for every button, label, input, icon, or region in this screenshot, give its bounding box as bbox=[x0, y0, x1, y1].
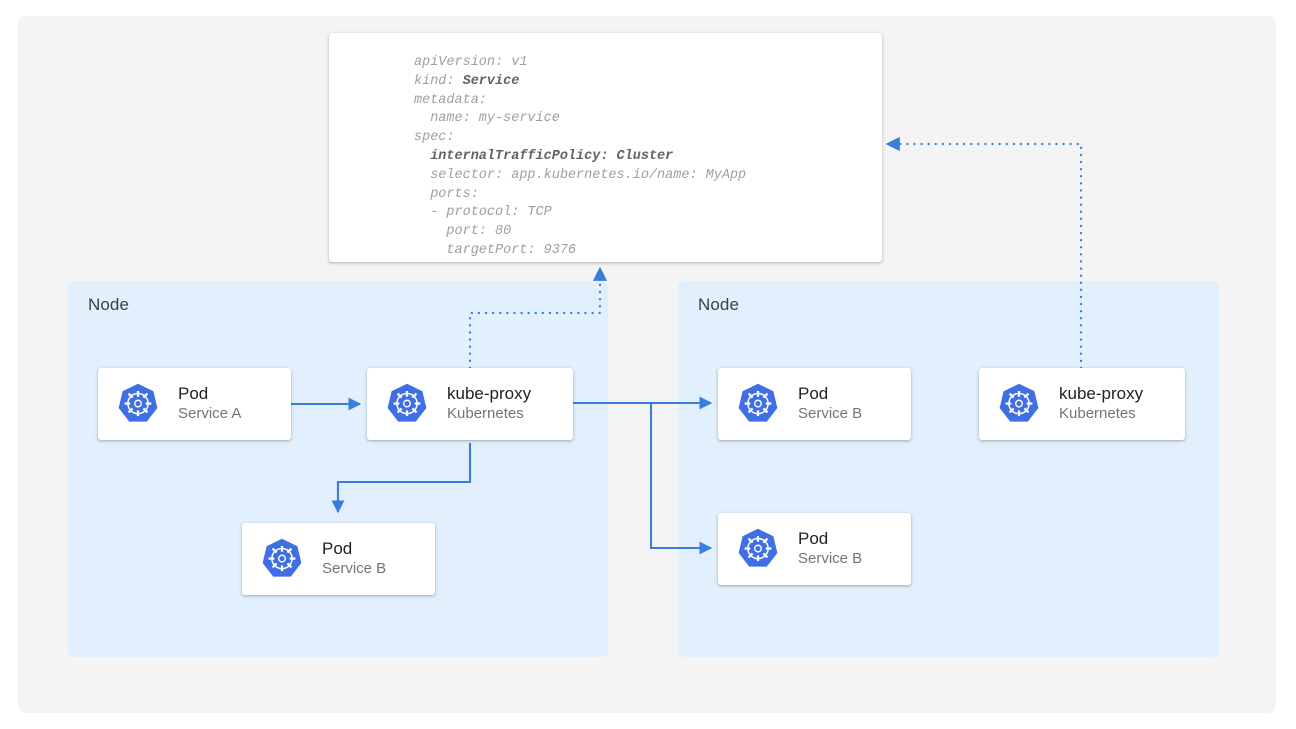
kubernetes-logo-icon bbox=[260, 537, 304, 581]
card-text-group: Pod Service B bbox=[798, 384, 862, 423]
card-text-group: Pod Service B bbox=[322, 539, 386, 578]
manifest-line: targetPort: 9376 bbox=[414, 242, 746, 261]
card-text-group: Pod Service B bbox=[798, 529, 862, 568]
service-manifest-card: apiVersion: v1kind: Servicemetadata: nam… bbox=[329, 33, 882, 262]
manifest-line: ports: bbox=[414, 186, 746, 205]
card-kube-proxy-left[interactable]: kube-proxy Kubernetes bbox=[367, 368, 573, 440]
kubernetes-logo-icon bbox=[997, 382, 1041, 426]
node-label-left: Node bbox=[88, 295, 129, 315]
card-pod-service-b-local[interactable]: Pod Service B bbox=[242, 523, 435, 595]
card-title: Pod bbox=[798, 384, 862, 405]
manifest-line: spec: bbox=[414, 129, 746, 148]
manifest-line: port: 80 bbox=[414, 223, 746, 242]
card-title: Pod bbox=[798, 529, 862, 550]
manifest-line: - protocol: TCP bbox=[414, 204, 746, 223]
manifest-line: selector: app.kubernetes.io/name: MyApp bbox=[414, 167, 746, 186]
card-subtitle: Kubernetes bbox=[1059, 405, 1143, 423]
card-text-group: kube-proxy Kubernetes bbox=[1059, 384, 1143, 423]
manifest-line: metadata: bbox=[414, 92, 746, 111]
kubernetes-logo-icon bbox=[736, 382, 780, 426]
kubernetes-logo-icon bbox=[385, 382, 429, 426]
card-subtitle: Kubernetes bbox=[447, 405, 531, 423]
kubernetes-logo-icon bbox=[116, 382, 160, 426]
card-title: kube-proxy bbox=[1059, 384, 1143, 405]
manifest-line: name: my-service bbox=[414, 110, 746, 129]
manifest-line-emphasis: Service bbox=[463, 74, 520, 89]
kubernetes-logo-icon bbox=[736, 527, 780, 571]
card-text-group: Pod Service A bbox=[178, 384, 241, 423]
card-pod-service-a[interactable]: Pod Service A bbox=[98, 368, 291, 440]
card-pod-service-b-remote-bottom[interactable]: Pod Service B bbox=[718, 513, 911, 585]
card-pod-service-b-remote-top[interactable]: Pod Service B bbox=[718, 368, 911, 440]
card-title: kube-proxy bbox=[447, 384, 531, 405]
manifest-line-emphasis: internalTrafficPolicy: Cluster bbox=[430, 149, 673, 164]
manifest-line: internalTrafficPolicy: Cluster bbox=[414, 148, 746, 167]
node-group-right: Node bbox=[678, 281, 1219, 657]
card-title: Pod bbox=[322, 539, 386, 560]
card-subtitle: Service B bbox=[798, 405, 862, 423]
card-subtitle: Service B bbox=[798, 550, 862, 568]
manifest-line: apiVersion: v1 bbox=[414, 54, 746, 73]
card-subtitle: Service A bbox=[178, 405, 241, 423]
manifest-line: kind: Service bbox=[414, 73, 746, 92]
card-title: Pod bbox=[178, 384, 241, 405]
service-manifest-code: apiVersion: v1kind: Servicemetadata: nam… bbox=[414, 54, 746, 261]
node-group-left: Node bbox=[68, 281, 608, 657]
card-text-group: kube-proxy Kubernetes bbox=[447, 384, 531, 423]
card-subtitle: Service B bbox=[322, 560, 386, 578]
card-kube-proxy-right[interactable]: kube-proxy Kubernetes bbox=[979, 368, 1185, 440]
node-label-right: Node bbox=[698, 295, 739, 315]
